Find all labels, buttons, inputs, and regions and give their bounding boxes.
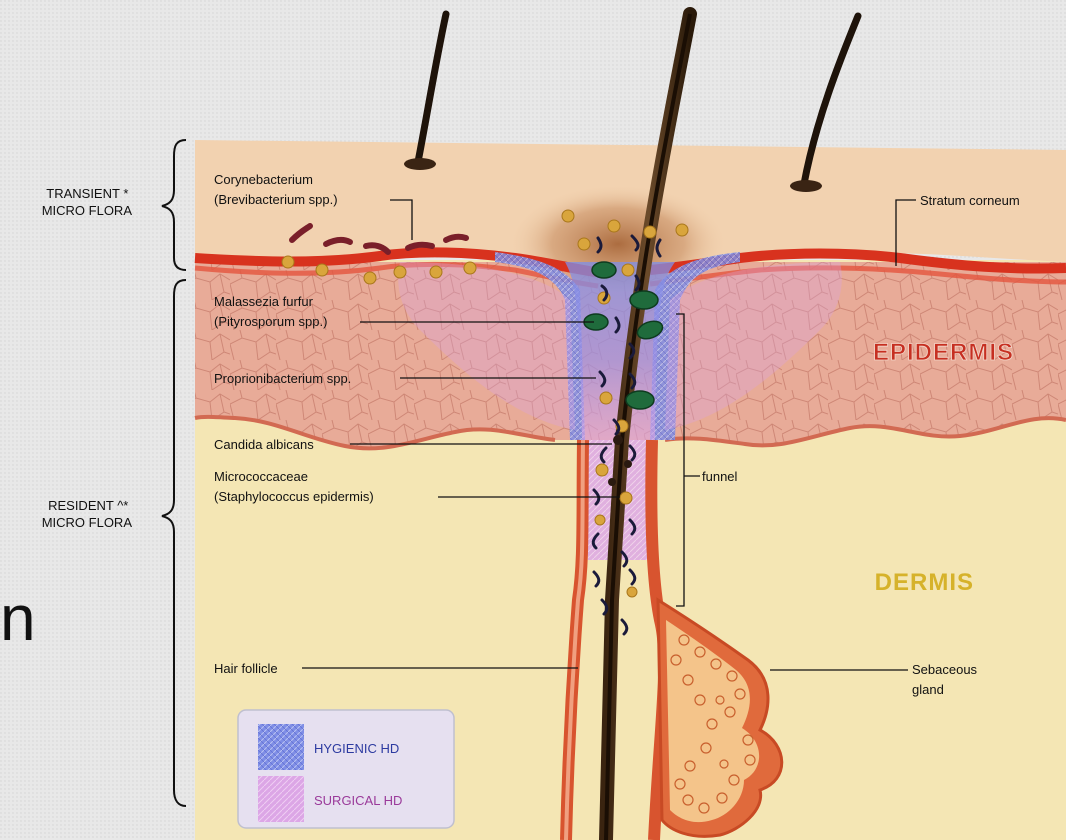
legend: HYGIENIC HD SURGICAL HD <box>238 710 454 828</box>
legend-hygienic-label: HYGIENIC HD <box>314 741 399 756</box>
margin-letter: n <box>0 582 36 654</box>
legend-hygienic-swatch <box>258 724 304 770</box>
label-funnel: funnel <box>702 469 738 484</box>
label-hair-follicle: Hair follicle <box>214 661 278 676</box>
label-proprionibacterium: Proprionibacterium spp. <box>214 371 351 386</box>
region-epidermis: EPIDERMIS <box>873 339 1014 366</box>
legend-surgical-swatch <box>258 776 304 822</box>
legend-surgical-label: SURGICAL HD <box>314 793 402 808</box>
label-candida: Candida albicans <box>214 437 314 452</box>
region-dermis: DERMIS <box>875 569 974 596</box>
label-stratum-corneum: Stratum corneum <box>920 193 1020 208</box>
